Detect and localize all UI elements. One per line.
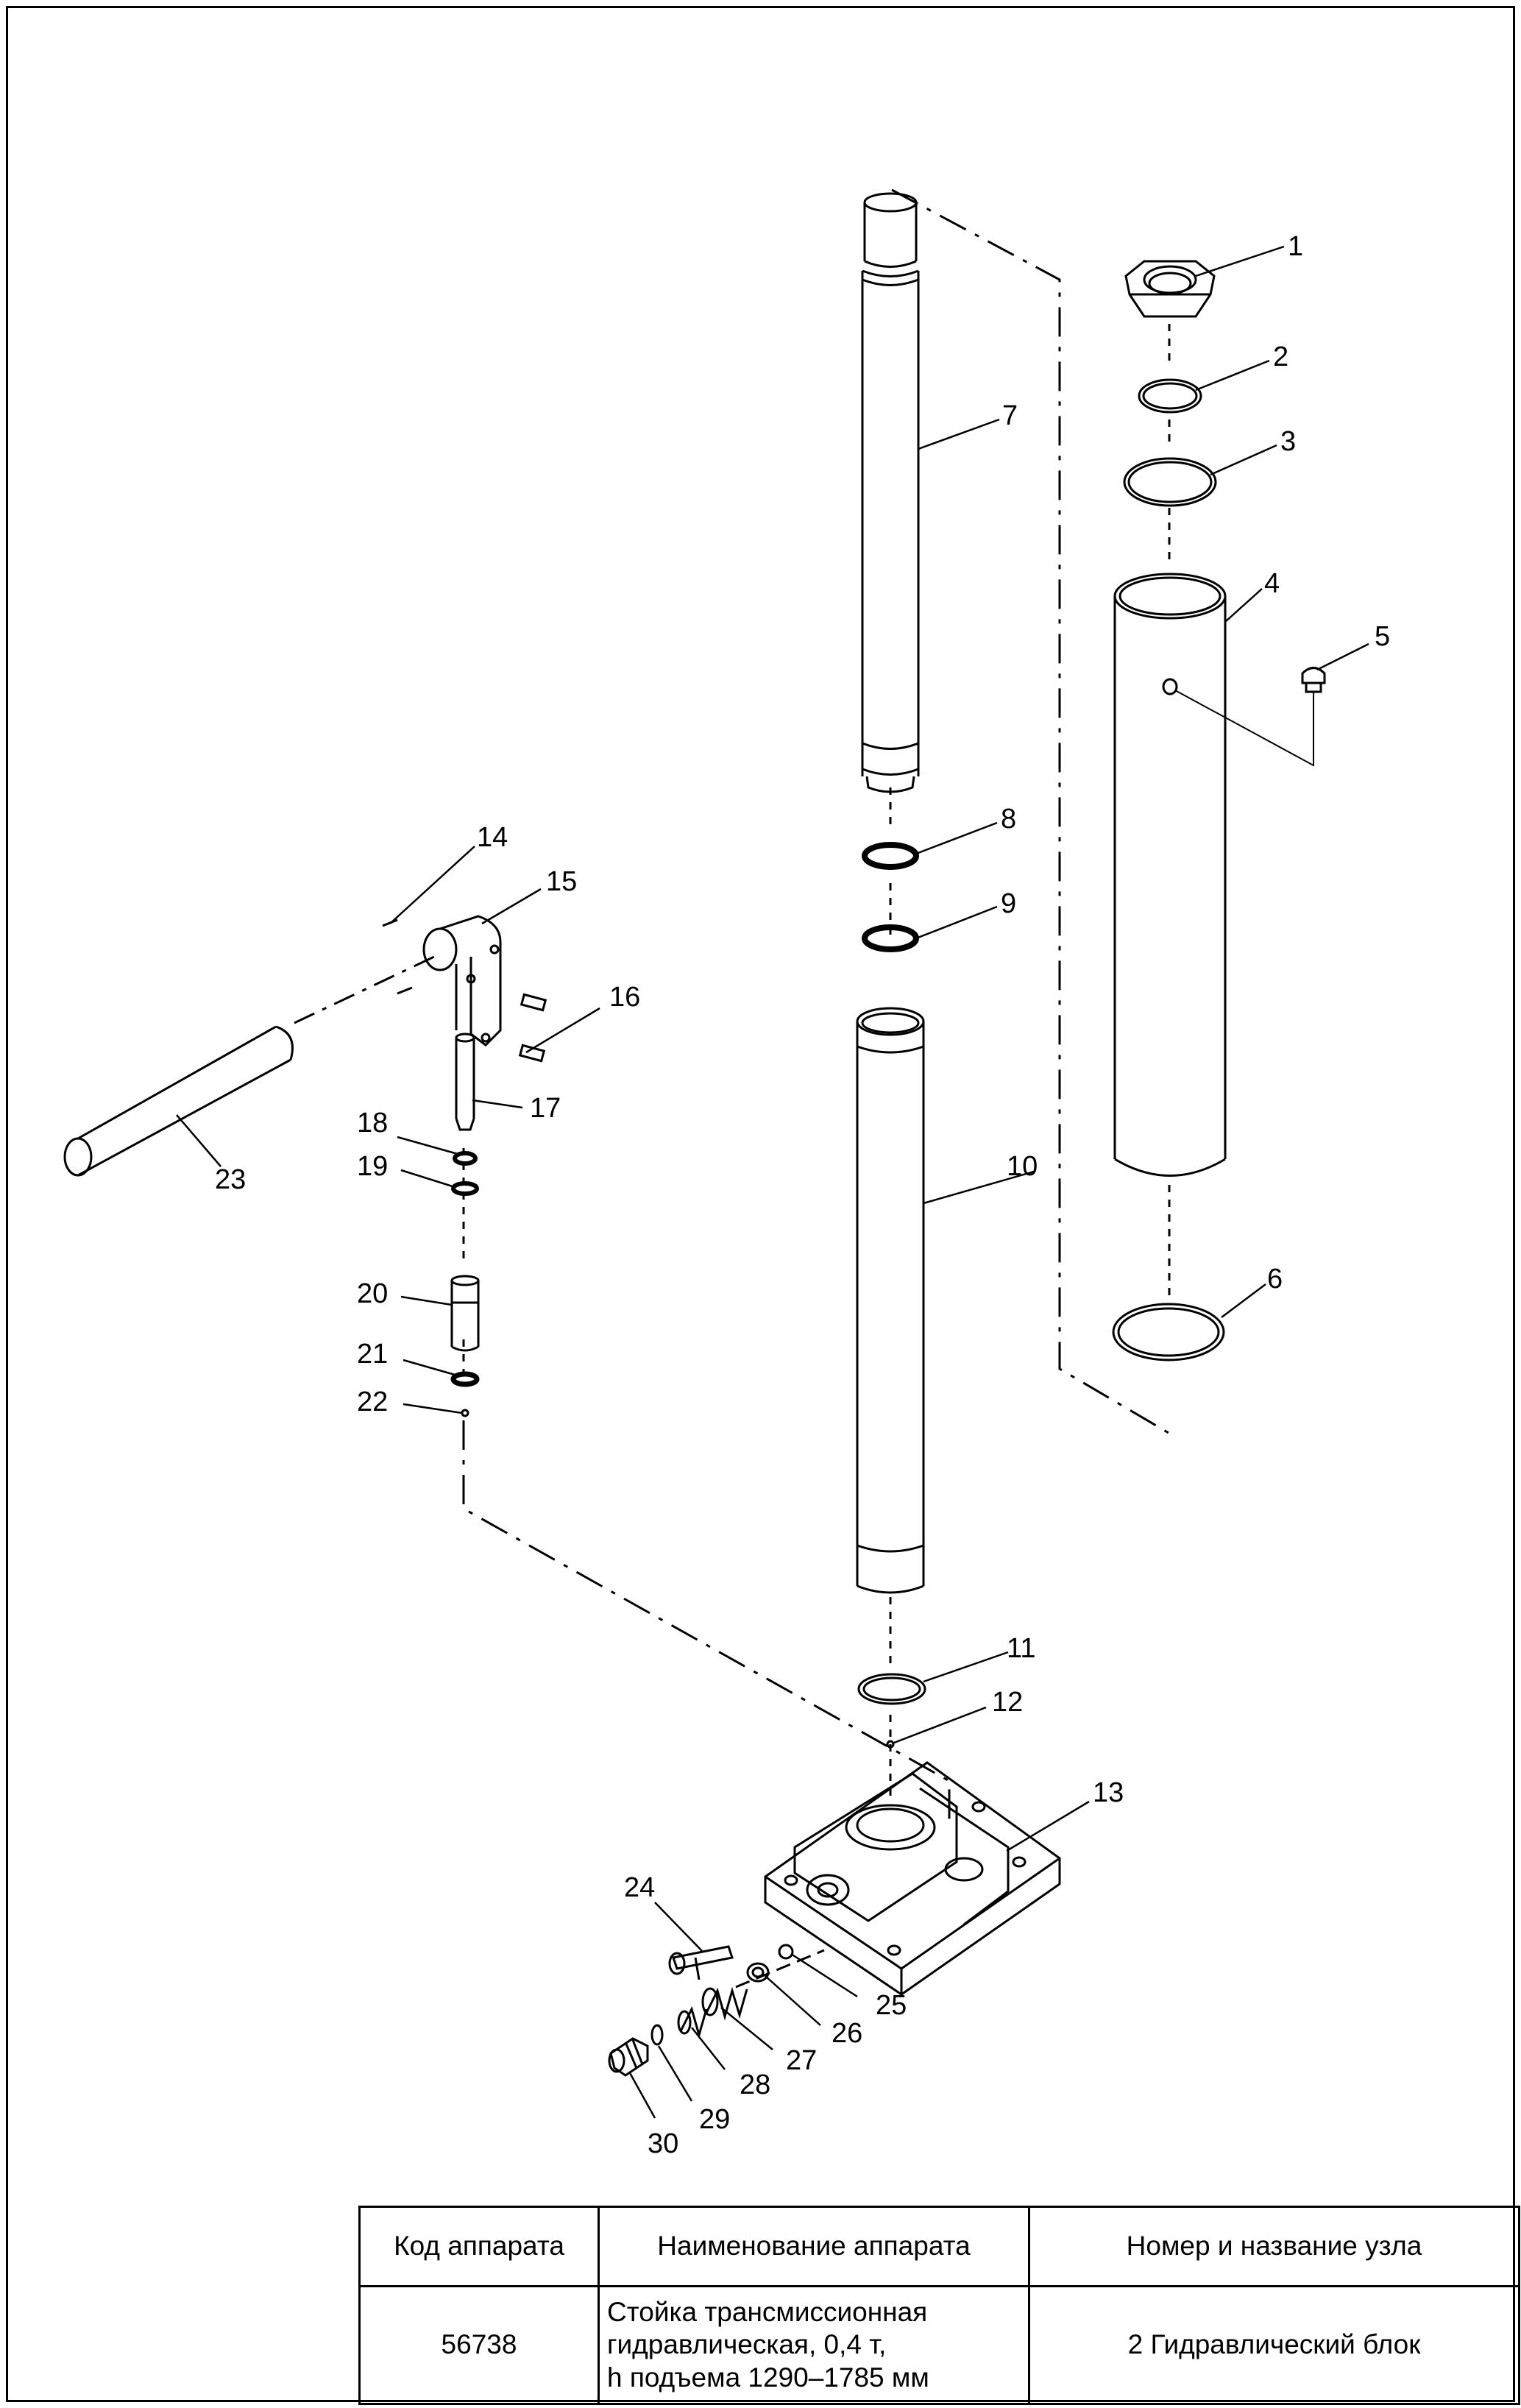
part-5-plug	[1301, 667, 1326, 693]
part-16-pins	[518, 993, 547, 1063]
part-30-screw	[608, 2037, 649, 2077]
part-25-ball	[778, 1944, 794, 1960]
callout-14: 14	[477, 822, 508, 853]
part-27-spring	[701, 1986, 748, 2021]
header-code: Код аппарата	[358, 2206, 600, 2287]
value-name-line-1: Стойка трансмиссионная	[607, 2296, 928, 2327]
part-12-ball	[886, 1740, 895, 1749]
callout-20: 20	[357, 1278, 388, 1309]
value-name: Стойка трансмиссионная гидравлическая, 0…	[598, 2285, 1030, 2405]
part-24-pin	[668, 1945, 734, 1980]
callout-24: 24	[624, 1872, 655, 1903]
callout-2: 2	[1273, 341, 1288, 372]
callout-1: 1	[1288, 231, 1303, 262]
callout-13: 13	[1093, 1777, 1124, 1808]
part-28-spring	[677, 2005, 708, 2039]
part-11-ring	[857, 1673, 926, 1705]
callout-11: 11	[1007, 1633, 1035, 1664]
title-block-header-row: Код аппарата Наименование аппарата Номер…	[358, 2206, 1520, 2287]
callout-28: 28	[740, 2069, 770, 2100]
part-10-cylinder	[856, 1007, 925, 1594]
title-block-table: Код аппарата Наименование аппарата Номер…	[358, 2206, 1520, 2405]
callout-22: 22	[357, 1387, 388, 1417]
part-20-sleeve	[450, 1275, 480, 1352]
part-4-cylinder	[1113, 573, 1227, 1177]
callout-21: 21	[357, 1339, 388, 1370]
callout-15: 15	[546, 866, 577, 897]
callout-17: 17	[530, 1093, 561, 1124]
part-26-valve	[746, 1962, 770, 1983]
callout-29: 29	[699, 2104, 730, 2135]
callout-23: 23	[215, 1164, 246, 1195]
callout-26: 26	[832, 2018, 862, 2049]
callout-7: 7	[1002, 400, 1018, 431]
part-7-rod	[861, 192, 920, 793]
part-1-nut	[1124, 260, 1216, 318]
callout-12: 12	[992, 1687, 1023, 1718]
callout-16: 16	[609, 982, 640, 1013]
assembly-dash-line-left	[462, 1420, 951, 1825]
value-code: 56738	[358, 2285, 600, 2405]
part-17-plunger	[455, 1033, 475, 1131]
callout-30: 30	[648, 2128, 678, 2159]
callout-3: 3	[1280, 426, 1296, 457]
callout-9: 9	[1001, 888, 1016, 919]
header-name: Наименование аппарата	[598, 2206, 1030, 2287]
callout-19: 19	[357, 1151, 388, 1182]
value-node: 2 Гидравлический блок	[1028, 2285, 1520, 2405]
part-3-ring	[1123, 457, 1217, 507]
value-name-line-3: h подъема 1290–1785 мм	[607, 2362, 929, 2393]
callout-4: 4	[1264, 568, 1280, 599]
part-2-ring	[1138, 378, 1202, 414]
callout-25: 25	[876, 1990, 907, 2021]
assembly-dash-line	[891, 188, 1169, 1434]
callout-27: 27	[786, 2045, 817, 2076]
callout-5: 5	[1375, 621, 1390, 652]
callout-6: 6	[1267, 1264, 1283, 1295]
part-22-ball	[461, 1409, 469, 1417]
part-18-ring	[453, 1151, 478, 1166]
callout-10: 10	[1007, 1151, 1038, 1182]
part-21-ring	[450, 1371, 480, 1387]
title-block-value-row: 56738 Стойка трансмиссионная гидравличес…	[358, 2285, 1520, 2405]
callout-18: 18	[357, 1108, 388, 1139]
part-6-ring	[1112, 1303, 1225, 1361]
header-node: Номер и название узла	[1028, 2206, 1520, 2287]
part-8-seal	[862, 842, 919, 870]
part-29-ring	[650, 2024, 664, 2046]
part-19-ring	[451, 1181, 479, 1196]
part-13-base	[764, 1761, 1061, 1996]
callout-8: 8	[1001, 804, 1016, 835]
value-name-line-2: гидравлическая, 0,4 т,	[607, 2329, 887, 2360]
part-15-lever-head	[422, 915, 502, 1047]
part-23-handle	[63, 1025, 294, 1177]
